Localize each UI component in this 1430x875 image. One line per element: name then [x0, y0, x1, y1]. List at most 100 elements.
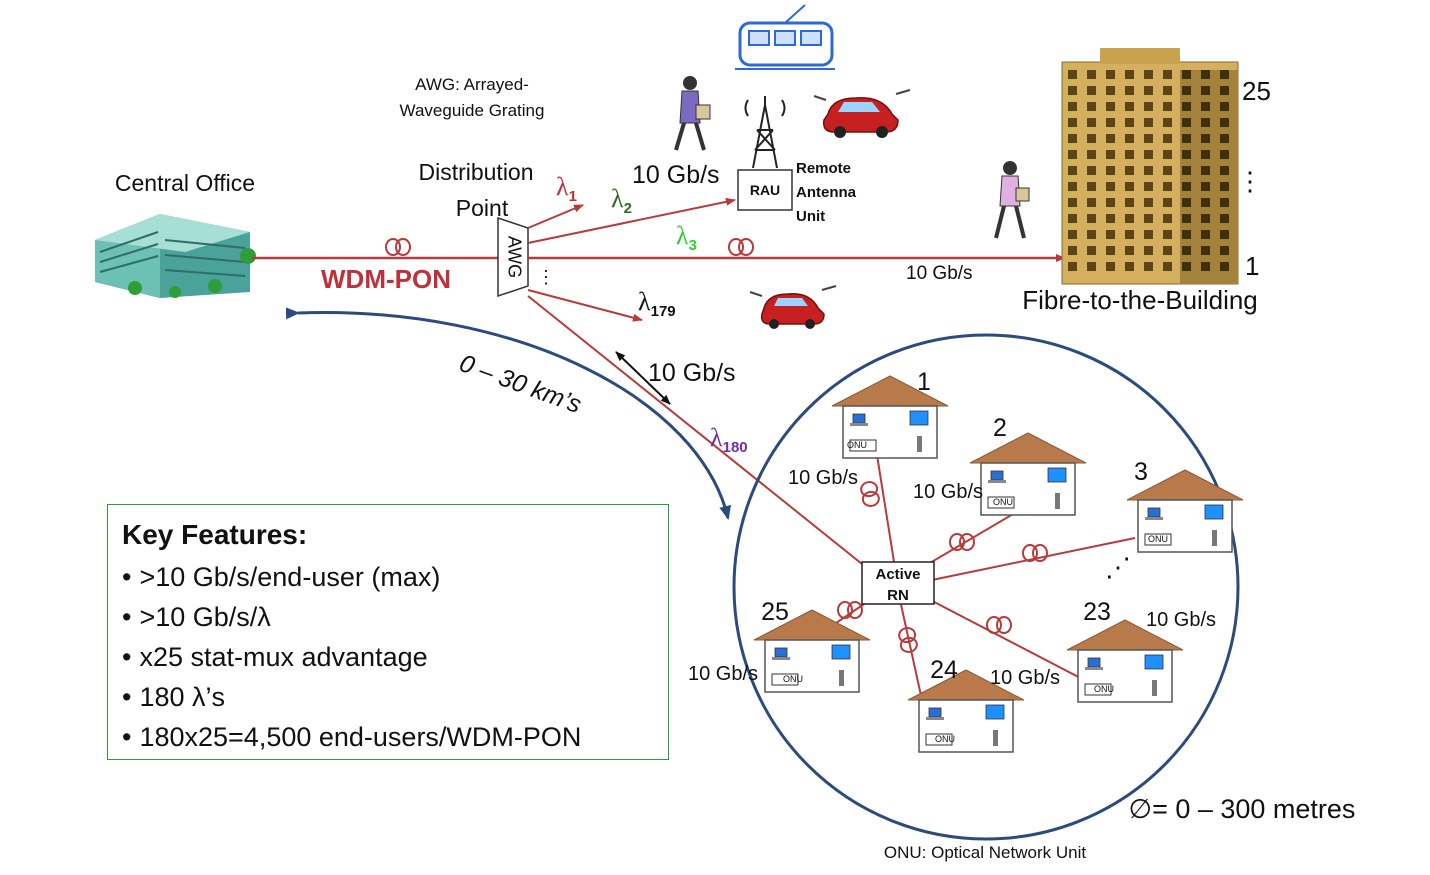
building-window: [1220, 198, 1229, 207]
building-window: [1201, 246, 1210, 255]
building-window: [1144, 150, 1153, 159]
home-rate-label: 10 Gb/s: [1146, 609, 1216, 631]
building-window: [1087, 166, 1096, 175]
building-window: [1220, 86, 1229, 95]
fttb-caption: Fibre-to-the-Building: [1022, 285, 1258, 315]
key-features-title: Key Features:: [122, 519, 308, 550]
building-window: [1144, 230, 1153, 239]
building-window: [1163, 230, 1172, 239]
building-window: [1182, 166, 1191, 175]
lambda3-label: λ3: [676, 221, 697, 254]
building-window: [1144, 86, 1153, 95]
drop-fibers: [807, 454, 1136, 701]
key-feature-item: 180x25=4,500 end-users/WDM-PON: [122, 717, 654, 757]
building-top-floor-label: 25: [1242, 76, 1271, 106]
building-window: [1144, 134, 1153, 143]
home-number-label: 25: [761, 598, 789, 626]
tram-icon: [735, 4, 835, 70]
building-window: [1144, 214, 1153, 223]
distribution-point-line1: Distribution: [418, 159, 533, 185]
building-window: [1182, 118, 1191, 127]
building-window: [1106, 214, 1115, 223]
building-window: [1125, 214, 1134, 223]
building-window: [1068, 246, 1077, 255]
building-window: [1201, 182, 1210, 191]
rau-label-line1: Remote: [796, 160, 851, 177]
onu-label: ONU: [847, 440, 867, 450]
building-window: [1201, 230, 1210, 239]
lambda1-label: λ1: [556, 172, 577, 205]
building-window: [1182, 246, 1191, 255]
building-window: [1163, 166, 1172, 175]
building-window: [1163, 182, 1172, 191]
building-window: [1125, 102, 1134, 111]
building-window: [1220, 166, 1229, 175]
building-floor-ellipsis: ⋮: [1237, 166, 1263, 196]
building-window: [1163, 102, 1172, 111]
building-window: [1068, 86, 1077, 95]
wdm-pon-label: WDM-PON: [321, 264, 451, 294]
fiber-spool-icon: [859, 479, 881, 509]
building-window: [1125, 246, 1134, 255]
building-window: [1163, 198, 1172, 207]
building-window: [1087, 262, 1096, 271]
building-window: [1144, 166, 1153, 175]
building-window: [1220, 118, 1229, 127]
home-icon: [1066, 619, 1184, 703]
building-window: [1182, 182, 1191, 191]
building-window: [1068, 166, 1077, 175]
rau-box: [737, 169, 793, 211]
building-window: [1125, 70, 1134, 79]
building-window: [1220, 246, 1229, 255]
building-window: [1201, 102, 1210, 111]
awg-device-icon: [497, 216, 529, 298]
building-window: [1220, 102, 1229, 111]
building-window: [1201, 214, 1210, 223]
building-window: [1087, 198, 1096, 207]
building-window: [1163, 262, 1172, 271]
building-window: [1201, 166, 1210, 175]
awg-port-ellipsis: ⋮: [537, 267, 555, 287]
lambda2-fiber: [527, 197, 736, 244]
building-window: [1144, 70, 1153, 79]
building-window: [1106, 70, 1115, 79]
lambda1-fiber: [527, 204, 584, 229]
building-window: [1087, 86, 1096, 95]
building-window: [1125, 182, 1134, 191]
building-window: [1220, 230, 1229, 239]
rau-rate-label: 10 Gb/s: [632, 161, 720, 189]
distribution-point-line2: Point: [456, 195, 509, 221]
building-window: [1068, 182, 1077, 191]
building-window: [1068, 230, 1077, 239]
key-features-list: >10 Gb/s/end-user (max) >10 Gb/s/λ x25 s…: [122, 557, 654, 757]
building-window: [1068, 150, 1077, 159]
building-window: [1163, 70, 1172, 79]
home-rate-label: 10 Gb/s: [788, 467, 858, 489]
building-window: [1106, 134, 1115, 143]
rau-label-line2: Antenna: [796, 184, 857, 201]
building-window: [1068, 134, 1077, 143]
building-window: [1182, 86, 1191, 95]
building-window: [1087, 150, 1096, 159]
fiber-spool-icon: [1022, 544, 1048, 562]
building-window: [1182, 262, 1191, 271]
building-window: [1182, 150, 1191, 159]
building-window: [1144, 182, 1153, 191]
home-number-label: 2: [993, 414, 1007, 442]
building-window: [1106, 246, 1115, 255]
building-window: [1182, 230, 1191, 239]
building-window: [1106, 118, 1115, 127]
building-window: [1125, 166, 1134, 175]
building-window: [1068, 70, 1077, 79]
building-window: [1201, 86, 1210, 95]
building-window: [1201, 198, 1210, 207]
cluster-boundary: [732, 333, 1240, 841]
building-window: [1125, 134, 1134, 143]
home-icon: [969, 432, 1087, 516]
lambda180-fiber: [527, 295, 868, 569]
rau-label-line3: Unit: [796, 208, 825, 225]
building-window: [1125, 198, 1134, 207]
awg-note-line1: AWG: Arrayed-: [415, 75, 529, 94]
building-bottom-floor-label: 1: [1245, 251, 1259, 281]
